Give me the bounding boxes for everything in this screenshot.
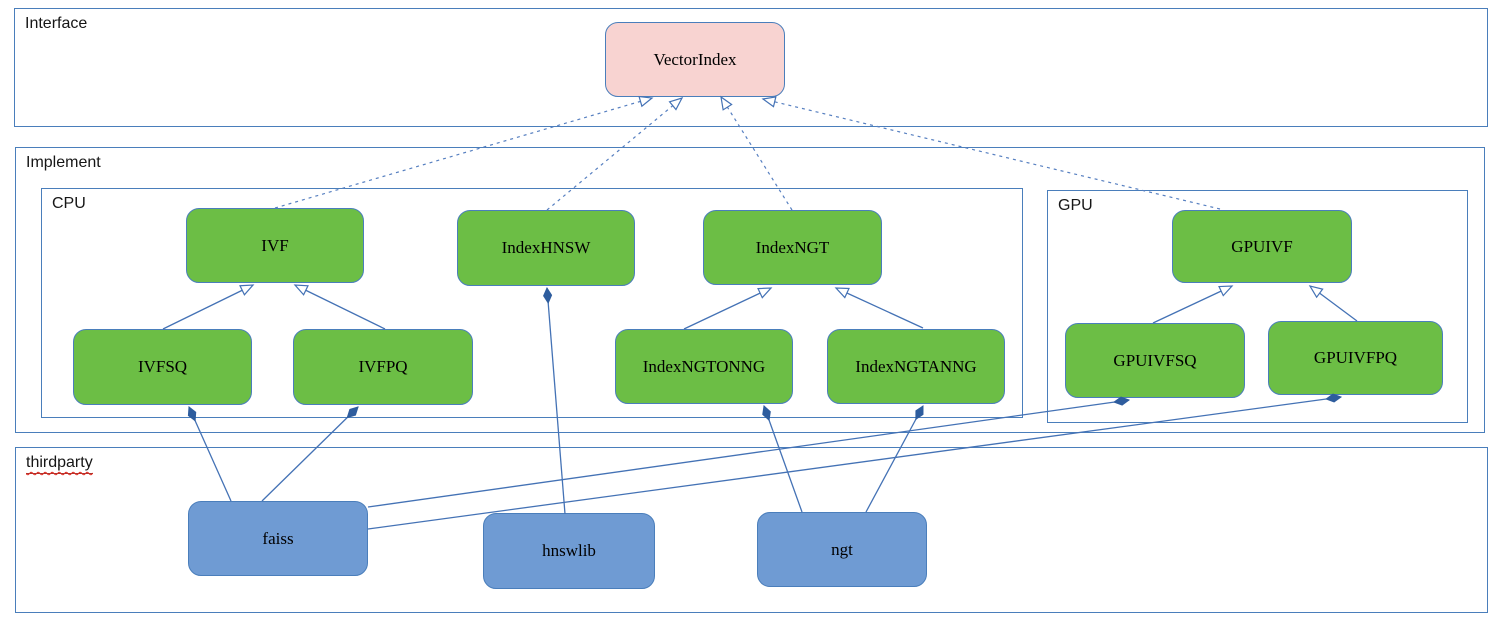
node-indexhnsw-label: IndexHNSW xyxy=(501,238,591,257)
node-indexngtonng[interactable]: IndexNGTONNG xyxy=(615,329,793,404)
node-hnswlib[interactable]: hnswlib xyxy=(483,513,655,589)
node-gpuivf[interactable]: GPUIVF xyxy=(1172,210,1352,283)
node-vectorindex-label: VectorIndex xyxy=(653,49,737,69)
node-ivfsq-label: IVFSQ xyxy=(137,357,188,376)
node-indexngt[interactable]: IndexNGT xyxy=(703,210,882,285)
container-interface-label: Interface xyxy=(25,15,88,32)
node-gpuivf-label: GPUIVF xyxy=(1231,236,1293,256)
node-gpuivfsq-label: GPUIVFSQ xyxy=(1113,350,1197,370)
container-cpu-label: CPU xyxy=(52,195,86,212)
node-gpuivfpq[interactable]: GPUIVFPQ xyxy=(1268,321,1443,395)
node-gpuivfpq-label: GPUIVFPQ xyxy=(1313,348,1398,367)
node-ngt[interactable]: ngt xyxy=(757,512,927,587)
node-vectorindex[interactable]: VectorIndex xyxy=(605,22,785,97)
node-indexhnsw[interactable]: IndexHNSW xyxy=(457,210,635,286)
container-thirdparty-label: thirdparty xyxy=(26,454,93,474)
container-gpu-label: GPU xyxy=(1058,197,1093,214)
node-ivf[interactable]: IVF xyxy=(186,208,364,283)
node-ivfpq[interactable]: IVFPQ xyxy=(293,329,473,405)
node-ngt-label: ngt xyxy=(831,539,853,559)
node-ivfsq[interactable]: IVFSQ xyxy=(73,329,252,405)
node-gpuivfsq[interactable]: GPUIVFSQ xyxy=(1065,323,1245,398)
node-faiss-label: faiss xyxy=(262,528,294,548)
node-indexngtanng-label: IndexNGTANNG xyxy=(855,356,977,376)
node-faiss[interactable]: faiss xyxy=(188,501,368,576)
container-implement-label: Implement xyxy=(26,154,101,171)
node-indexngt-label: IndexNGT xyxy=(755,237,830,257)
node-indexngtonng-label: IndexNGTONNG xyxy=(642,356,766,376)
node-indexngtanng[interactable]: IndexNGTANNG xyxy=(827,329,1005,404)
node-ivfpq-label: IVFPQ xyxy=(358,357,408,376)
node-hnswlib-label: hnswlib xyxy=(542,541,596,560)
node-ivf-label: IVF xyxy=(261,235,289,255)
